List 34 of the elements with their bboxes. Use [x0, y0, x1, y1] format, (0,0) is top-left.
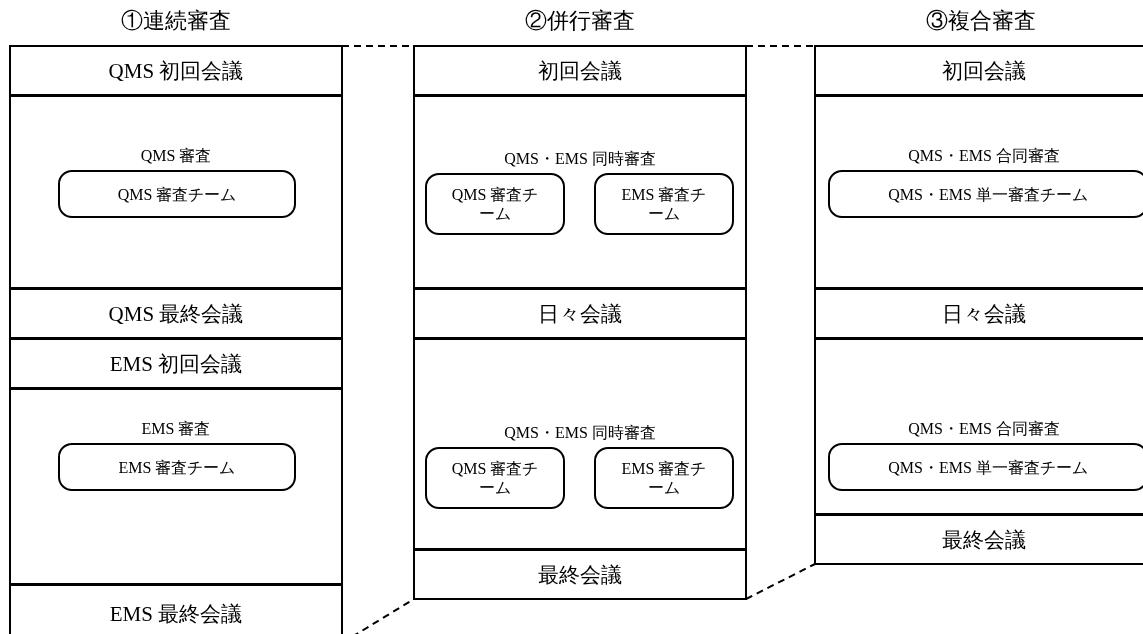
audit-panel	[814, 338, 1143, 515]
meeting-box: 初回会議	[413, 45, 747, 96]
team-box: QMS・EMS 単一審査チーム	[828, 170, 1143, 218]
meeting-box: 日々会議	[413, 288, 747, 339]
team-box: QMS 審査チーム	[58, 170, 296, 218]
team-box: QMS 審査チーム	[425, 173, 565, 235]
audit-title: EMS 審査	[140, 419, 212, 439]
audit-title: QMS・EMS 合同審査	[907, 419, 1061, 439]
audit-panel	[413, 95, 747, 289]
team-box: QMS・EMS 単一審査チーム	[828, 443, 1143, 491]
team-box: EMS 審査チーム	[594, 173, 734, 235]
audit-panel	[814, 95, 1143, 289]
meeting-box: QMS 初回会議	[9, 45, 343, 96]
meeting-box: EMS 初回会議	[9, 338, 343, 389]
audit-title: QMS・EMS 合同審査	[907, 146, 1061, 166]
meeting-box: QMS 最終会議	[9, 288, 343, 339]
team-box: EMS 審査チーム	[594, 447, 734, 509]
team-box: EMS 審査チーム	[58, 443, 296, 491]
audit-panel	[9, 388, 343, 585]
meeting-box: 最終会議	[814, 514, 1143, 565]
column-heading: ③複合審査	[925, 7, 1037, 35]
meeting-box: EMS 最終会議	[9, 584, 343, 634]
audit-title: QMS・EMS 同時審査	[503, 423, 657, 443]
meeting-box: 日々会議	[814, 288, 1143, 339]
team-box: QMS 審査チーム	[425, 447, 565, 509]
audit-title: QMS・EMS 同時審査	[503, 149, 657, 169]
meeting-box: 初回会議	[814, 45, 1143, 96]
audit-title: QMS 審査	[139, 146, 213, 166]
dashed-connector	[745, 45, 816, 47]
column-heading: ②併行審査	[524, 7, 636, 35]
audit-panel	[9, 95, 343, 289]
audit-panel	[413, 338, 747, 550]
meeting-box: 最終会議	[413, 549, 747, 600]
column-heading: ①連続審査	[120, 7, 232, 35]
